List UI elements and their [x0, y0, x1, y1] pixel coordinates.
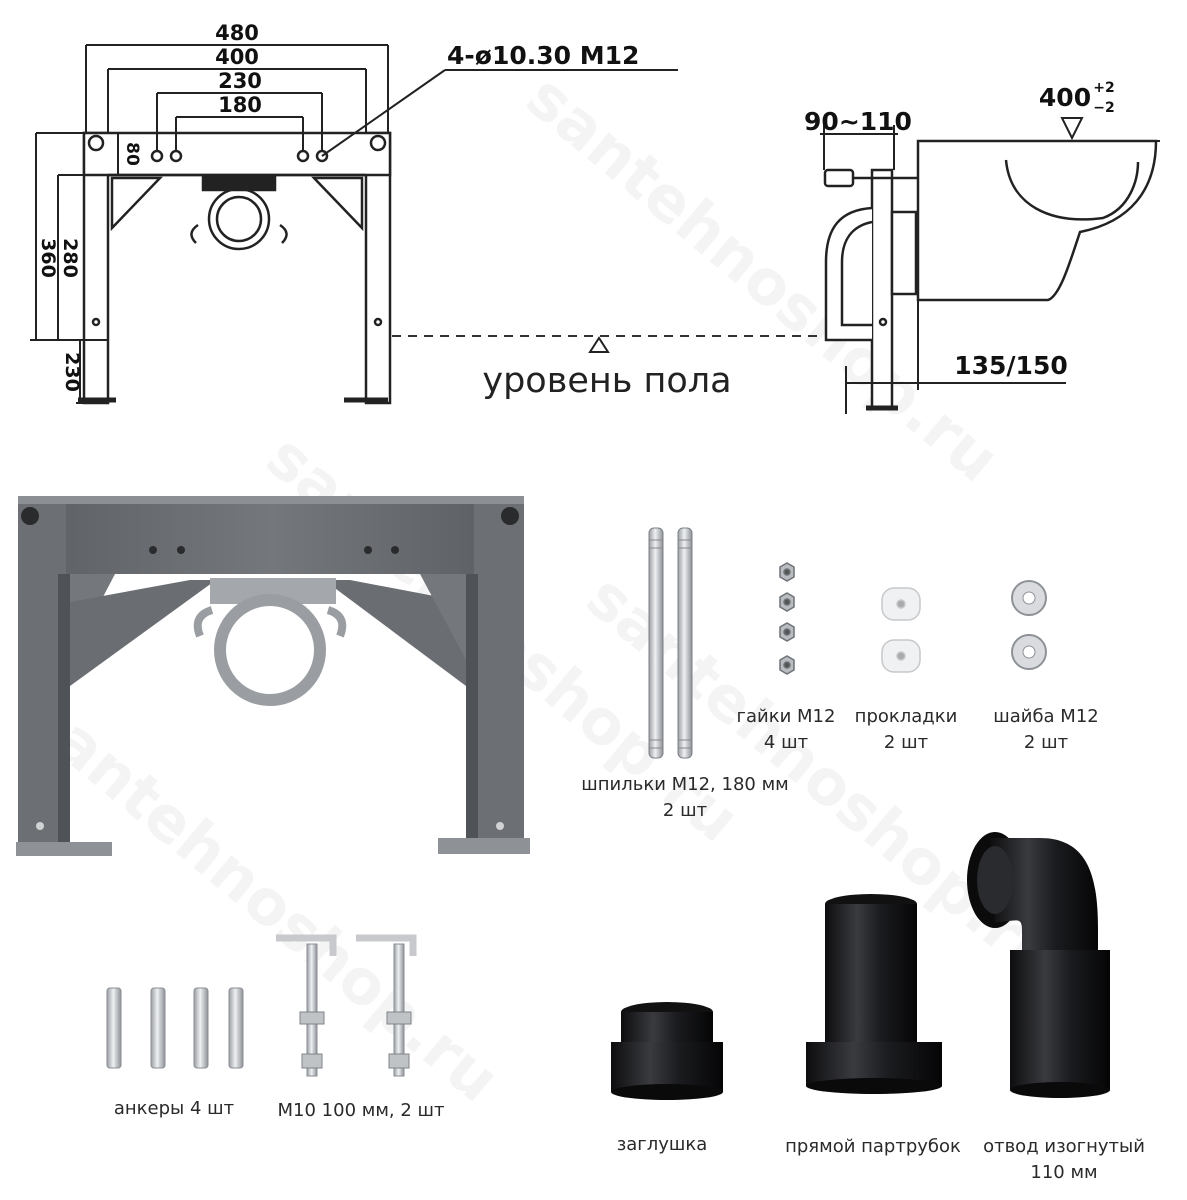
dim-width-180: 180 — [218, 93, 262, 117]
side-dimension-lines — [820, 117, 1160, 414]
washers-photo — [1011, 580, 1047, 670]
anchors-photo — [106, 987, 244, 1069]
elbow-label: отвод изогнутый 110 мм — [974, 1134, 1154, 1186]
studs-label-line1: шпильки М12, 180 мм — [581, 774, 789, 795]
anchors-label-line1: анкеры 4 шт — [113, 1098, 235, 1119]
front-technical-drawing — [78, 131, 392, 405]
anchors-label: анкеры 4 шт — [98, 1096, 250, 1122]
dim-width-400: 400 — [215, 45, 259, 69]
dim-height-360: 360 — [37, 238, 59, 278]
dim-height-280: 280 — [59, 238, 81, 278]
studs-label: шпильки М12, 180 мм 2 шт — [575, 772, 795, 824]
plug-photo — [611, 1002, 723, 1100]
plug-label: заглушка — [600, 1132, 724, 1158]
elbow-label-line2: 110 мм — [1030, 1162, 1098, 1183]
floor-level-marker: уровень пола — [392, 335, 820, 401]
gaskets-label-line2: 2 шт — [883, 732, 929, 753]
m10-label: М10 100 мм, 2 шт — [266, 1098, 456, 1124]
m10-bolts-photo — [276, 934, 417, 1077]
dim-bowl-tol-plus: +2 — [1093, 80, 1114, 96]
straight-pipe-label-line1: прямой партрубок — [785, 1136, 961, 1157]
gaskets-label-line1: прокладки — [854, 706, 958, 727]
dim-holes-label: 4-ø10.30 M12 — [447, 41, 639, 70]
dim-height-230: 230 — [61, 352, 83, 392]
front-dimension-texts: 480 400 230 180 80 280 360 230 4-ø10.30 … — [37, 21, 639, 392]
dim-width-230: 230 — [218, 69, 262, 93]
elbow-photo — [967, 832, 1110, 1098]
nuts-photo — [779, 562, 795, 675]
nuts-label: гайки М12 4 шт — [724, 704, 848, 756]
dim-height-80: 80 — [122, 142, 142, 166]
dim-depth: 135/150 — [954, 351, 1068, 380]
straight-pipe-photo — [806, 894, 942, 1094]
dim-bowl-tol-minus: −2 — [1093, 100, 1114, 116]
nuts-label-line1: гайки М12 — [736, 706, 836, 727]
plug-label-line1: заглушка — [616, 1134, 708, 1155]
elbow-label-line1: отвод изогнутый — [983, 1136, 1145, 1157]
nuts-label-line2: 4 шт — [763, 732, 809, 753]
washers-label: шайба М12 2 шт — [976, 704, 1116, 756]
gaskets-label: прокладки 2 шт — [846, 704, 966, 756]
m10-label-line1: М10 100 мм, 2 шт — [277, 1100, 445, 1121]
installation-frame-photo — [16, 496, 530, 856]
washers-label-line2: 2 шт — [1023, 732, 1069, 753]
dim-width-480: 480 — [215, 21, 259, 45]
dim-offset: 90~110 — [804, 107, 912, 136]
floor-level-label: уровень пола — [482, 361, 731, 401]
straight-pipe-label: прямой партрубок — [776, 1134, 970, 1160]
front-dimension-lines — [30, 44, 678, 404]
studs-photo — [648, 527, 693, 759]
dim-bowl-top: 400 — [1039, 83, 1091, 112]
side-dimension-texts: 90~110 400 +2 −2 135/150 — [804, 80, 1115, 380]
washers-label-line1: шайба М12 — [993, 706, 1099, 727]
studs-label-line2: 2 шт — [662, 800, 708, 821]
side-technical-drawing — [823, 139, 1158, 411]
gaskets-photo — [881, 587, 921, 673]
